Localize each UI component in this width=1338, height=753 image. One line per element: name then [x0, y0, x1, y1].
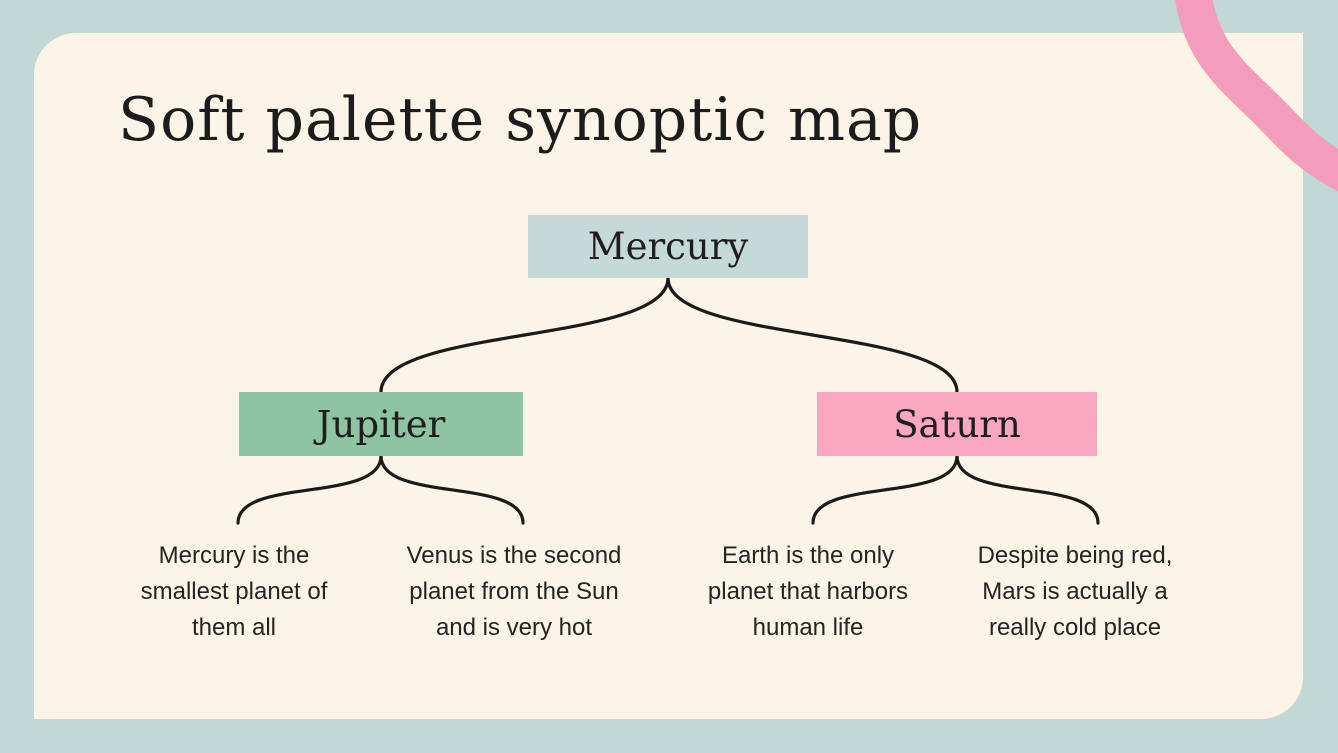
leaf-text-venus-fact: Venus is the second planet from the Sun … [406, 542, 622, 641]
leaf-text-mars-fact: Despite being red, Mars is actually a re… [977, 542, 1173, 641]
node-mercury: Mercury [528, 215, 808, 278]
leaf-text-mercury-fact: Mercury is the smallest planet of them a… [140, 542, 328, 641]
node-saturn: Saturn [817, 392, 1097, 456]
node-jupiter: Jupiter [239, 392, 523, 456]
leaf-text-earth-fact: Earth is the only planet that harbors hu… [707, 542, 909, 641]
slide-title: Soft palette synoptic map [118, 85, 923, 155]
